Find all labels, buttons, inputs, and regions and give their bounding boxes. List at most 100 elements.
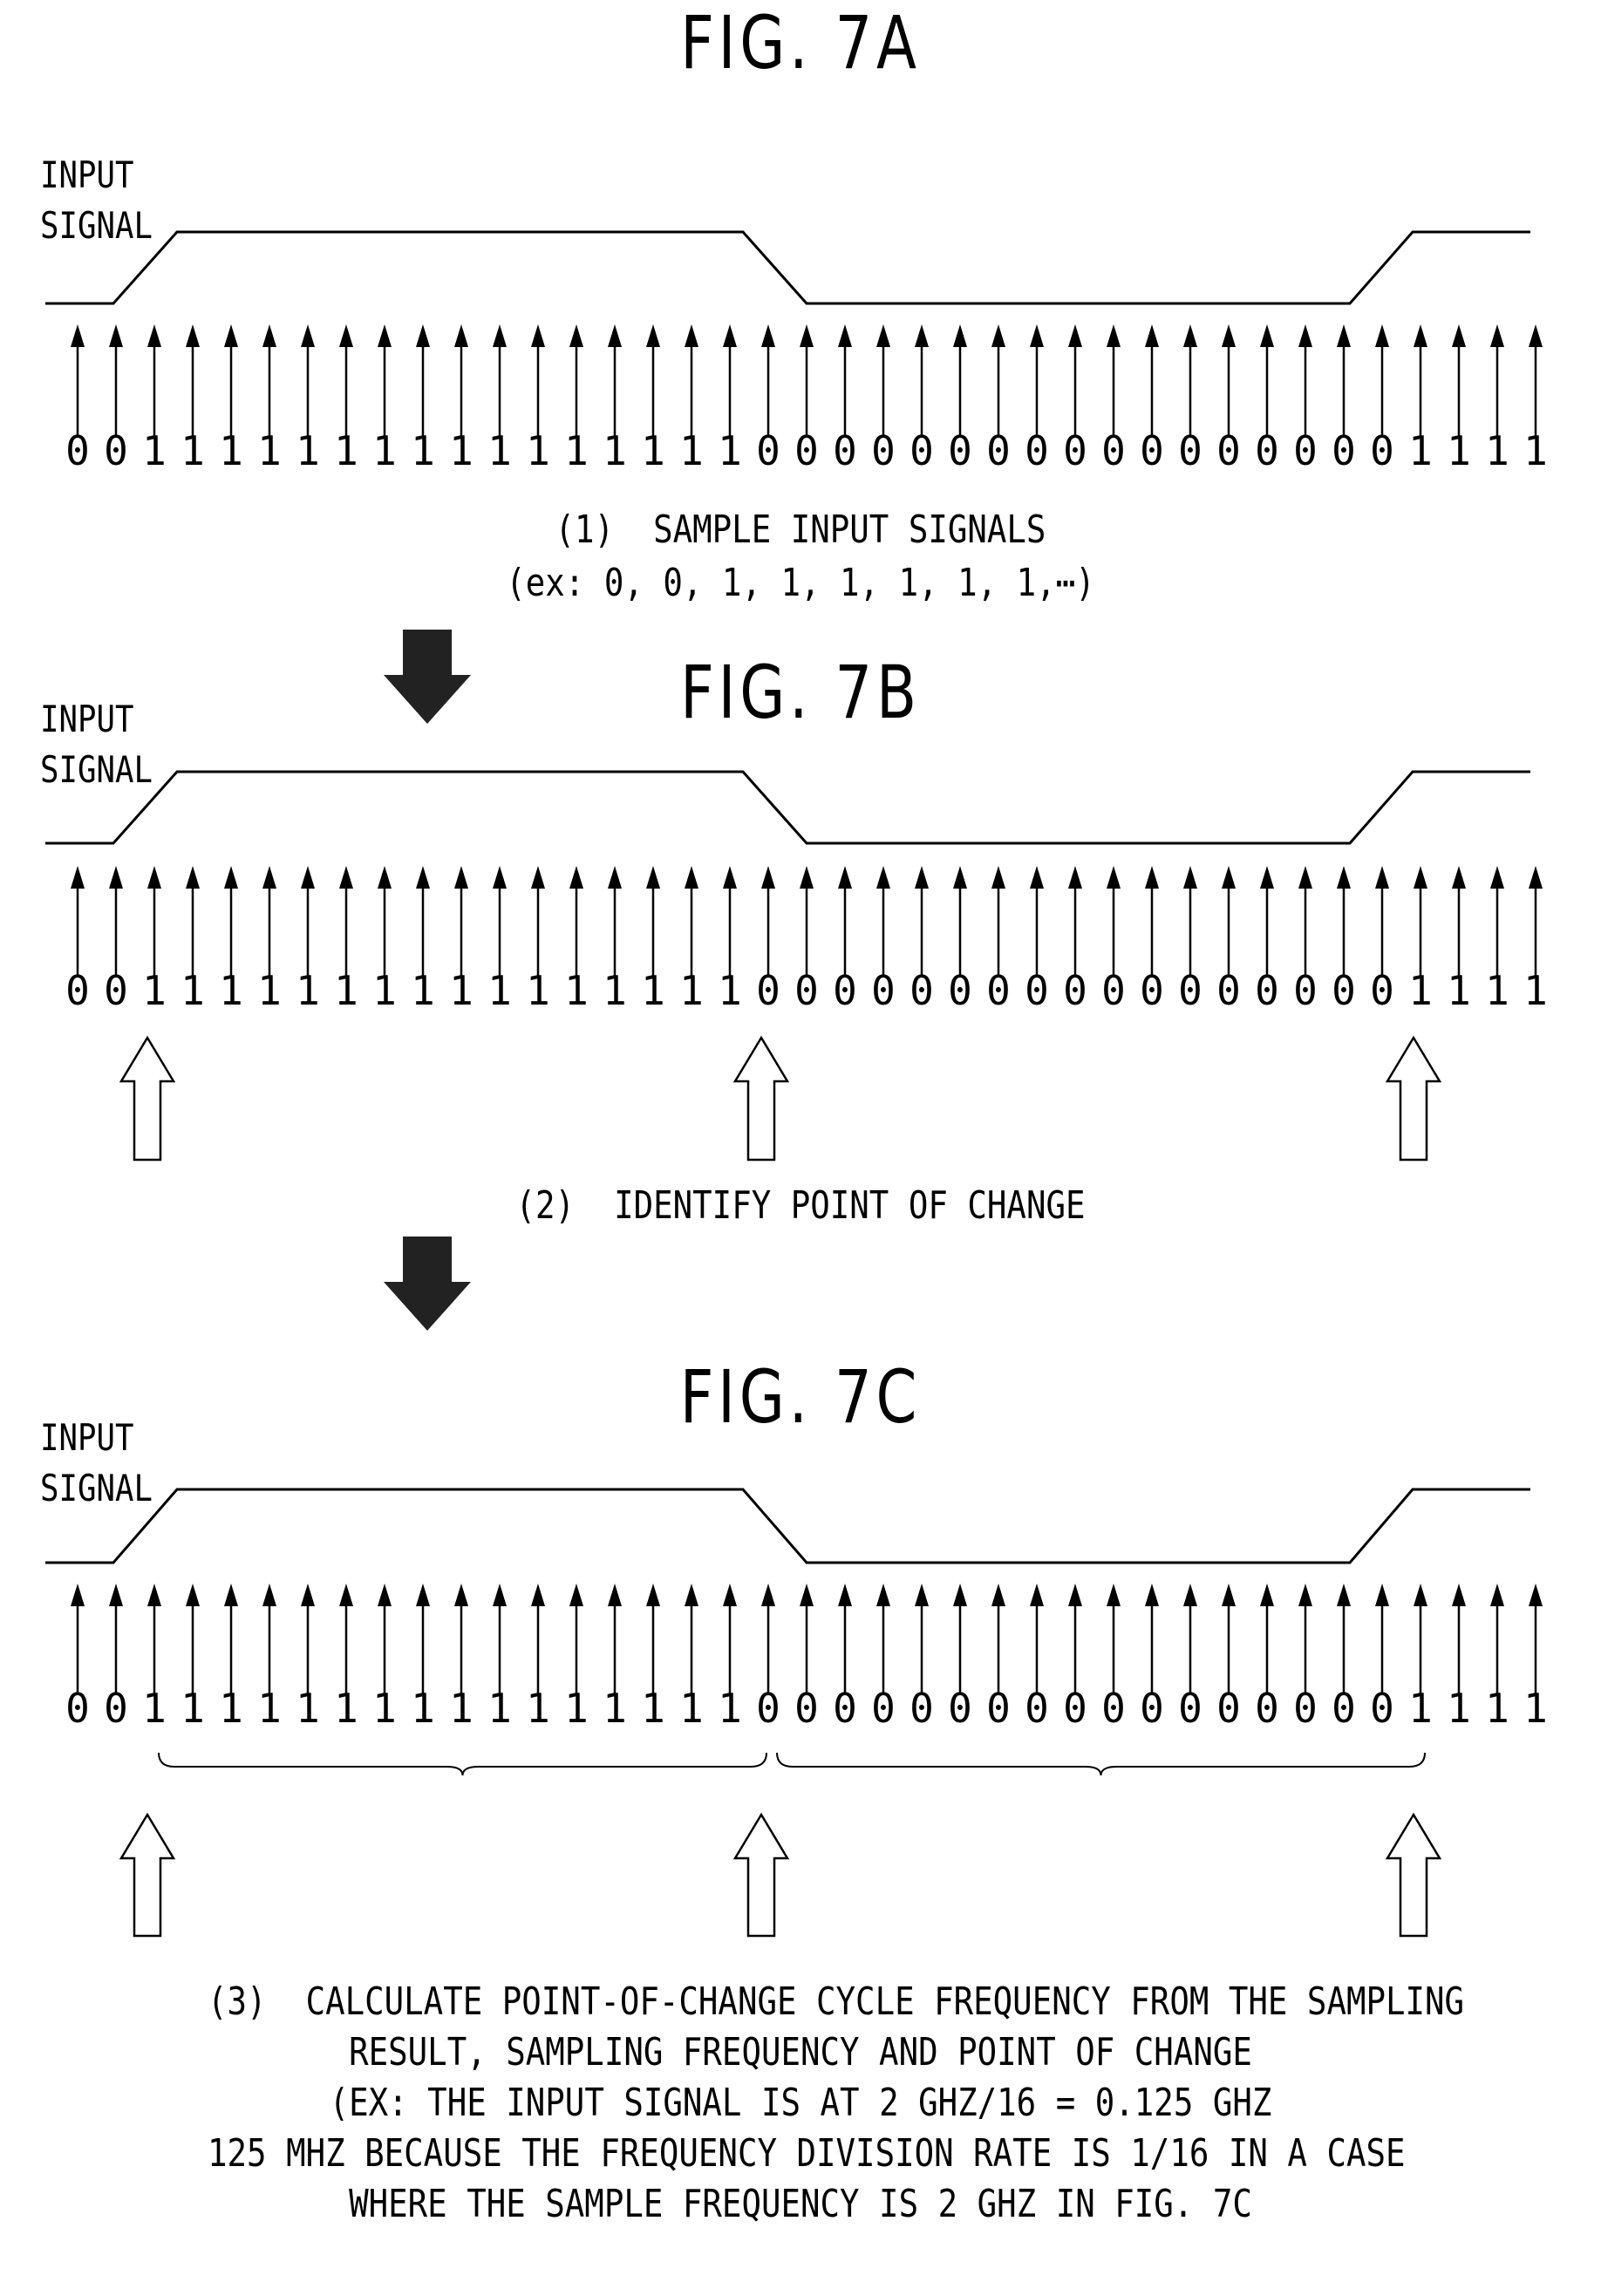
- sample-arrow-head: [761, 1584, 775, 1606]
- sample-bit: 0: [871, 1685, 896, 1732]
- sample-bit: 1: [1523, 1685, 1548, 1732]
- sample-bit: 0: [833, 427, 857, 474]
- change-point-arrow: [121, 1815, 174, 1936]
- sample-bit: 1: [603, 427, 627, 474]
- sample-bit: 0: [1140, 427, 1164, 474]
- sample-arrow-head: [1183, 866, 1197, 889]
- sample-arrow-head: [493, 324, 507, 347]
- sample-arrow-head: [454, 866, 468, 889]
- sample-arrow-head: [991, 1584, 1005, 1606]
- sample-arrow-head: [493, 1584, 507, 1606]
- sample-bit: 0: [1255, 427, 1279, 474]
- sample-bit: 1: [449, 427, 473, 474]
- sample-arrow-head: [1145, 866, 1159, 889]
- sample-arrow-head: [761, 324, 775, 347]
- sample-arrow-head: [1375, 324, 1389, 347]
- sample-arrow-head: [800, 866, 814, 889]
- sample-bit: 0: [986, 427, 1011, 474]
- sample-bit: 0: [910, 427, 934, 474]
- sample-arrow-head: [262, 866, 276, 889]
- sample-arrow-head: [1337, 324, 1351, 347]
- sample-bit: 1: [1447, 967, 1471, 1014]
- sample-arrow-head: [339, 324, 353, 347]
- sample-bit: 1: [679, 967, 704, 1014]
- sample-bit: 0: [794, 427, 819, 474]
- sample-arrow-head: [416, 866, 430, 889]
- sample-bit: 1: [449, 1685, 473, 1732]
- sample-arrow-head: [378, 1584, 392, 1606]
- sample-arrow-head: [186, 1584, 200, 1606]
- sample-arrow-head: [1183, 324, 1197, 347]
- sample-arrow-head: [569, 324, 583, 347]
- sample-arrow-head: [71, 324, 85, 347]
- sample-bit: 1: [603, 967, 627, 1014]
- sample-arrow-head: [339, 1584, 353, 1606]
- sample-bit: 0: [104, 427, 128, 474]
- sample-bit: 0: [833, 967, 857, 1014]
- sample-arrow-head: [71, 866, 85, 889]
- sample-arrow-head: [569, 866, 583, 889]
- sample-arrow-head: [416, 324, 430, 347]
- sample-arrow-head: [1222, 1584, 1236, 1606]
- sample-arrow-head: [685, 324, 698, 347]
- sample-bit: 1: [219, 427, 243, 474]
- sample-bit: 0: [1216, 427, 1241, 474]
- change-point-arrow: [1387, 1815, 1440, 1936]
- sample-bit: 1: [564, 967, 589, 1014]
- sample-bit: 0: [1293, 1685, 1318, 1732]
- input-signal-waveform: [45, 232, 1530, 303]
- sample-bit: 1: [1408, 427, 1433, 474]
- sample-bit: 0: [794, 967, 819, 1014]
- change-point-arrow: [1387, 1038, 1440, 1160]
- sample-arrow-head: [416, 1584, 430, 1606]
- sample-arrow-head: [646, 1584, 660, 1606]
- sample-bit: 1: [181, 1685, 205, 1732]
- sample-bit: 0: [1101, 967, 1126, 1014]
- sample-arrow-head: [1298, 324, 1312, 347]
- sample-bit: 0: [65, 427, 90, 474]
- sample-arrow-head: [1145, 1584, 1159, 1606]
- sample-bit: 0: [1178, 427, 1202, 474]
- sample-arrow-head: [186, 324, 200, 347]
- sample-arrow-head: [1260, 866, 1274, 889]
- sample-arrow-head: [838, 1584, 852, 1606]
- sample-bit: 1: [487, 1685, 512, 1732]
- sample-bit: 1: [257, 967, 282, 1014]
- sample-arrow-head: [685, 866, 698, 889]
- change-point-arrow: [735, 1815, 787, 1936]
- sample-arrow-head: [454, 324, 468, 347]
- sample-bit: 1: [296, 427, 320, 474]
- sample-bit: 0: [1025, 967, 1049, 1014]
- sample-arrow-head: [1068, 324, 1082, 347]
- sample-bit: 0: [1293, 427, 1318, 474]
- sample-arrow-head: [109, 866, 123, 889]
- sample-bit: 1: [718, 1685, 742, 1732]
- sample-bit: 0: [1025, 1685, 1049, 1732]
- sample-arrow-head: [915, 866, 929, 889]
- sample-arrow-head: [531, 1584, 545, 1606]
- sample-arrow-head: [531, 324, 545, 347]
- sample-arrow-head: [109, 324, 123, 347]
- sample-arrow-head: [608, 866, 622, 889]
- sample-arrow-head: [608, 324, 622, 347]
- sample-arrow-head: [838, 324, 852, 347]
- sample-arrow-head: [1490, 866, 1504, 889]
- sample-bit: 1: [411, 967, 435, 1014]
- sample-bit: 0: [1370, 1685, 1394, 1732]
- sample-bit: 1: [257, 1685, 282, 1732]
- sample-arrow-head: [71, 1584, 85, 1606]
- sample-arrow-head: [1490, 1584, 1504, 1606]
- sample-arrow-head: [1452, 1584, 1466, 1606]
- sample-bit: 0: [986, 967, 1011, 1014]
- sample-arrow-head: [186, 866, 200, 889]
- sample-arrow-head: [991, 324, 1005, 347]
- sample-arrow-head: [1107, 1584, 1121, 1606]
- sample-bit: 1: [1523, 967, 1548, 1014]
- sample-bit: 0: [756, 1685, 780, 1732]
- sample-arrow-head: [876, 324, 890, 347]
- sample-bit: 1: [718, 427, 742, 474]
- sample-arrow-head: [262, 324, 276, 347]
- sample-arrow-head: [876, 866, 890, 889]
- sample-bit: 1: [1485, 427, 1509, 474]
- sample-arrow-head: [493, 866, 507, 889]
